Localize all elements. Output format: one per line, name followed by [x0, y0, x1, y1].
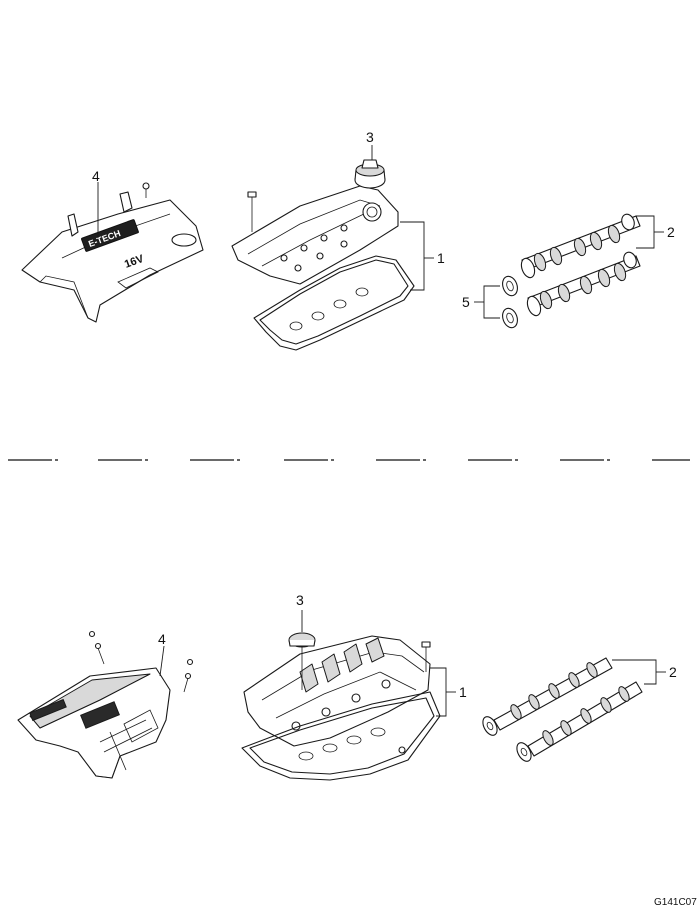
leader-4-lower: [159, 645, 165, 677]
oil-seals-upper: [502, 275, 518, 329]
valve-cover-ribs-lower: [299, 637, 385, 693]
leader-2-upper: [636, 215, 655, 249]
callout-4-upper: 4: [92, 168, 100, 184]
callout-2-upper: 2: [667, 224, 675, 240]
valve-cover-upper: [231, 185, 415, 351]
callout-1-lower: 1: [459, 684, 467, 700]
oil-filler-cap-upper: [354, 159, 386, 189]
callout-2-lower: 2: [669, 664, 677, 680]
leader-2-lower: [612, 659, 657, 685]
leader-5-upper: [483, 285, 500, 319]
engine-cover-upper: E-TECH 16V: [21, 182, 204, 323]
callout-3-lower: 3: [296, 592, 304, 608]
leader-1-upper: [400, 221, 425, 291]
valve-cover-lower: [241, 635, 441, 781]
callout-4-lower: 4: [158, 631, 166, 647]
callout-1-upper: 1: [437, 250, 445, 266]
camshaft-intake-upper: [520, 213, 641, 279]
camshaft-exhaust-lower: [516, 681, 643, 762]
engine-cover-lower: [17, 630, 194, 779]
leader-1-lower: [430, 667, 447, 717]
camshaft-exhaust-upper: [526, 251, 641, 317]
camshaft-intake-lower: [482, 657, 613, 736]
callout-5-upper: 5: [462, 294, 470, 310]
callout-3-upper: 3: [366, 129, 374, 145]
oil-filler-cap-lower: [288, 632, 316, 690]
camshafts-lower: [482, 657, 643, 762]
camshafts-upper: [520, 213, 641, 317]
figure-code: G141C07: [654, 897, 697, 908]
